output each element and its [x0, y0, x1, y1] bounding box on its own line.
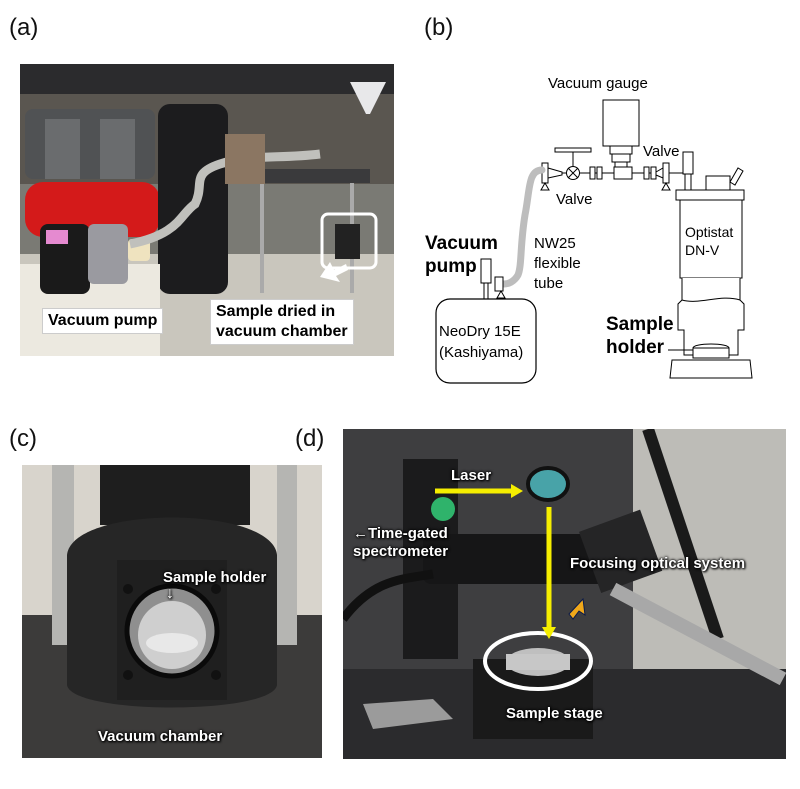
focus-arrow-icon	[568, 597, 586, 620]
valve-right-label: Valve	[643, 143, 680, 160]
sample-holder-line2: holder	[606, 337, 665, 358]
panel-c-photo: Sample holder ↓ Vacuum chamber	[22, 465, 322, 758]
valve-left-label: Valve	[556, 191, 593, 208]
vacuum-system-diagram	[435, 99, 753, 384]
cryostat-line1: Optistat	[685, 224, 734, 240]
laser-label: Laser	[451, 467, 492, 484]
tube-line3: tube	[534, 275, 564, 292]
optical-setup-photo	[343, 429, 786, 759]
vacuum-pump-label: Vacuum pump	[42, 308, 164, 334]
sample-highlight-ring	[483, 631, 593, 691]
laser-arrowhead-down	[542, 627, 556, 639]
pump-model-line1: NeoDry 15E	[439, 323, 521, 340]
vacuum-gauge-box	[602, 99, 640, 147]
optistat-cryostat-body	[679, 199, 743, 279]
spectrometer-label: ←Time-gated spectrometer	[353, 525, 448, 561]
sample-dried-line2: vacuum chamber	[216, 323, 348, 340]
panel-b-letter: (b)	[424, 14, 454, 41]
optistat-label: Optistat DN-V	[685, 223, 733, 259]
nw25-flexible-tube	[500, 166, 546, 288]
sample-holder-photo-label: Sample holder	[163, 569, 267, 586]
panel-a-photo: Vacuum pump Sample dried in vacuum chamb…	[20, 64, 394, 356]
sample-holder-line1: Sample	[606, 314, 674, 335]
nw25-tube-label: NW25 flexible tube	[534, 234, 581, 294]
tube-line2: flexible	[534, 255, 581, 272]
panel-a-letter: (a)	[9, 14, 39, 41]
focusing-optics-label: Focusing optical system	[570, 555, 746, 572]
vacuum-chamber-photo	[22, 465, 322, 758]
laser-arrowhead-right	[511, 484, 523, 498]
vacuum-pump-line2: pump	[425, 256, 477, 277]
pump-model-line2: (Kashiyama)	[439, 344, 524, 361]
spectrometer-line1: ←Time-gated	[353, 525, 448, 542]
sample-holder-diagram-label: Sample holder	[606, 313, 674, 359]
sample-holder-arrow-icon: ↓	[166, 585, 174, 602]
panel-d-letter: (d)	[295, 425, 325, 452]
spectrometer-line2: spectrometer	[353, 543, 449, 560]
sample-dried-line1: Sample dried in	[216, 303, 336, 320]
neodry-pump-box	[435, 298, 537, 384]
vacuum-chamber-label: Vacuum chamber	[98, 728, 223, 745]
vacuum-gauge-label: Vacuum gauge	[548, 75, 648, 92]
neodry-pump-label: NeoDry 15E (Kashiyama)	[439, 321, 523, 363]
tube-line1: NW25	[534, 235, 576, 252]
sample-dried-label: Sample dried in vacuum chamber	[210, 299, 354, 345]
panel-c-letter: (c)	[9, 425, 37, 452]
vacuum-pump-line1: Vacuum	[425, 233, 498, 254]
sample-stage-label: Sample stage	[506, 705, 603, 722]
panel-d-photo: Laser ←Time-gated spectrometer Focusing …	[343, 429, 786, 759]
cryostat-line2: DN-V	[685, 242, 720, 258]
vacuum-pump-diagram-label: Vacuum pump	[425, 232, 498, 278]
